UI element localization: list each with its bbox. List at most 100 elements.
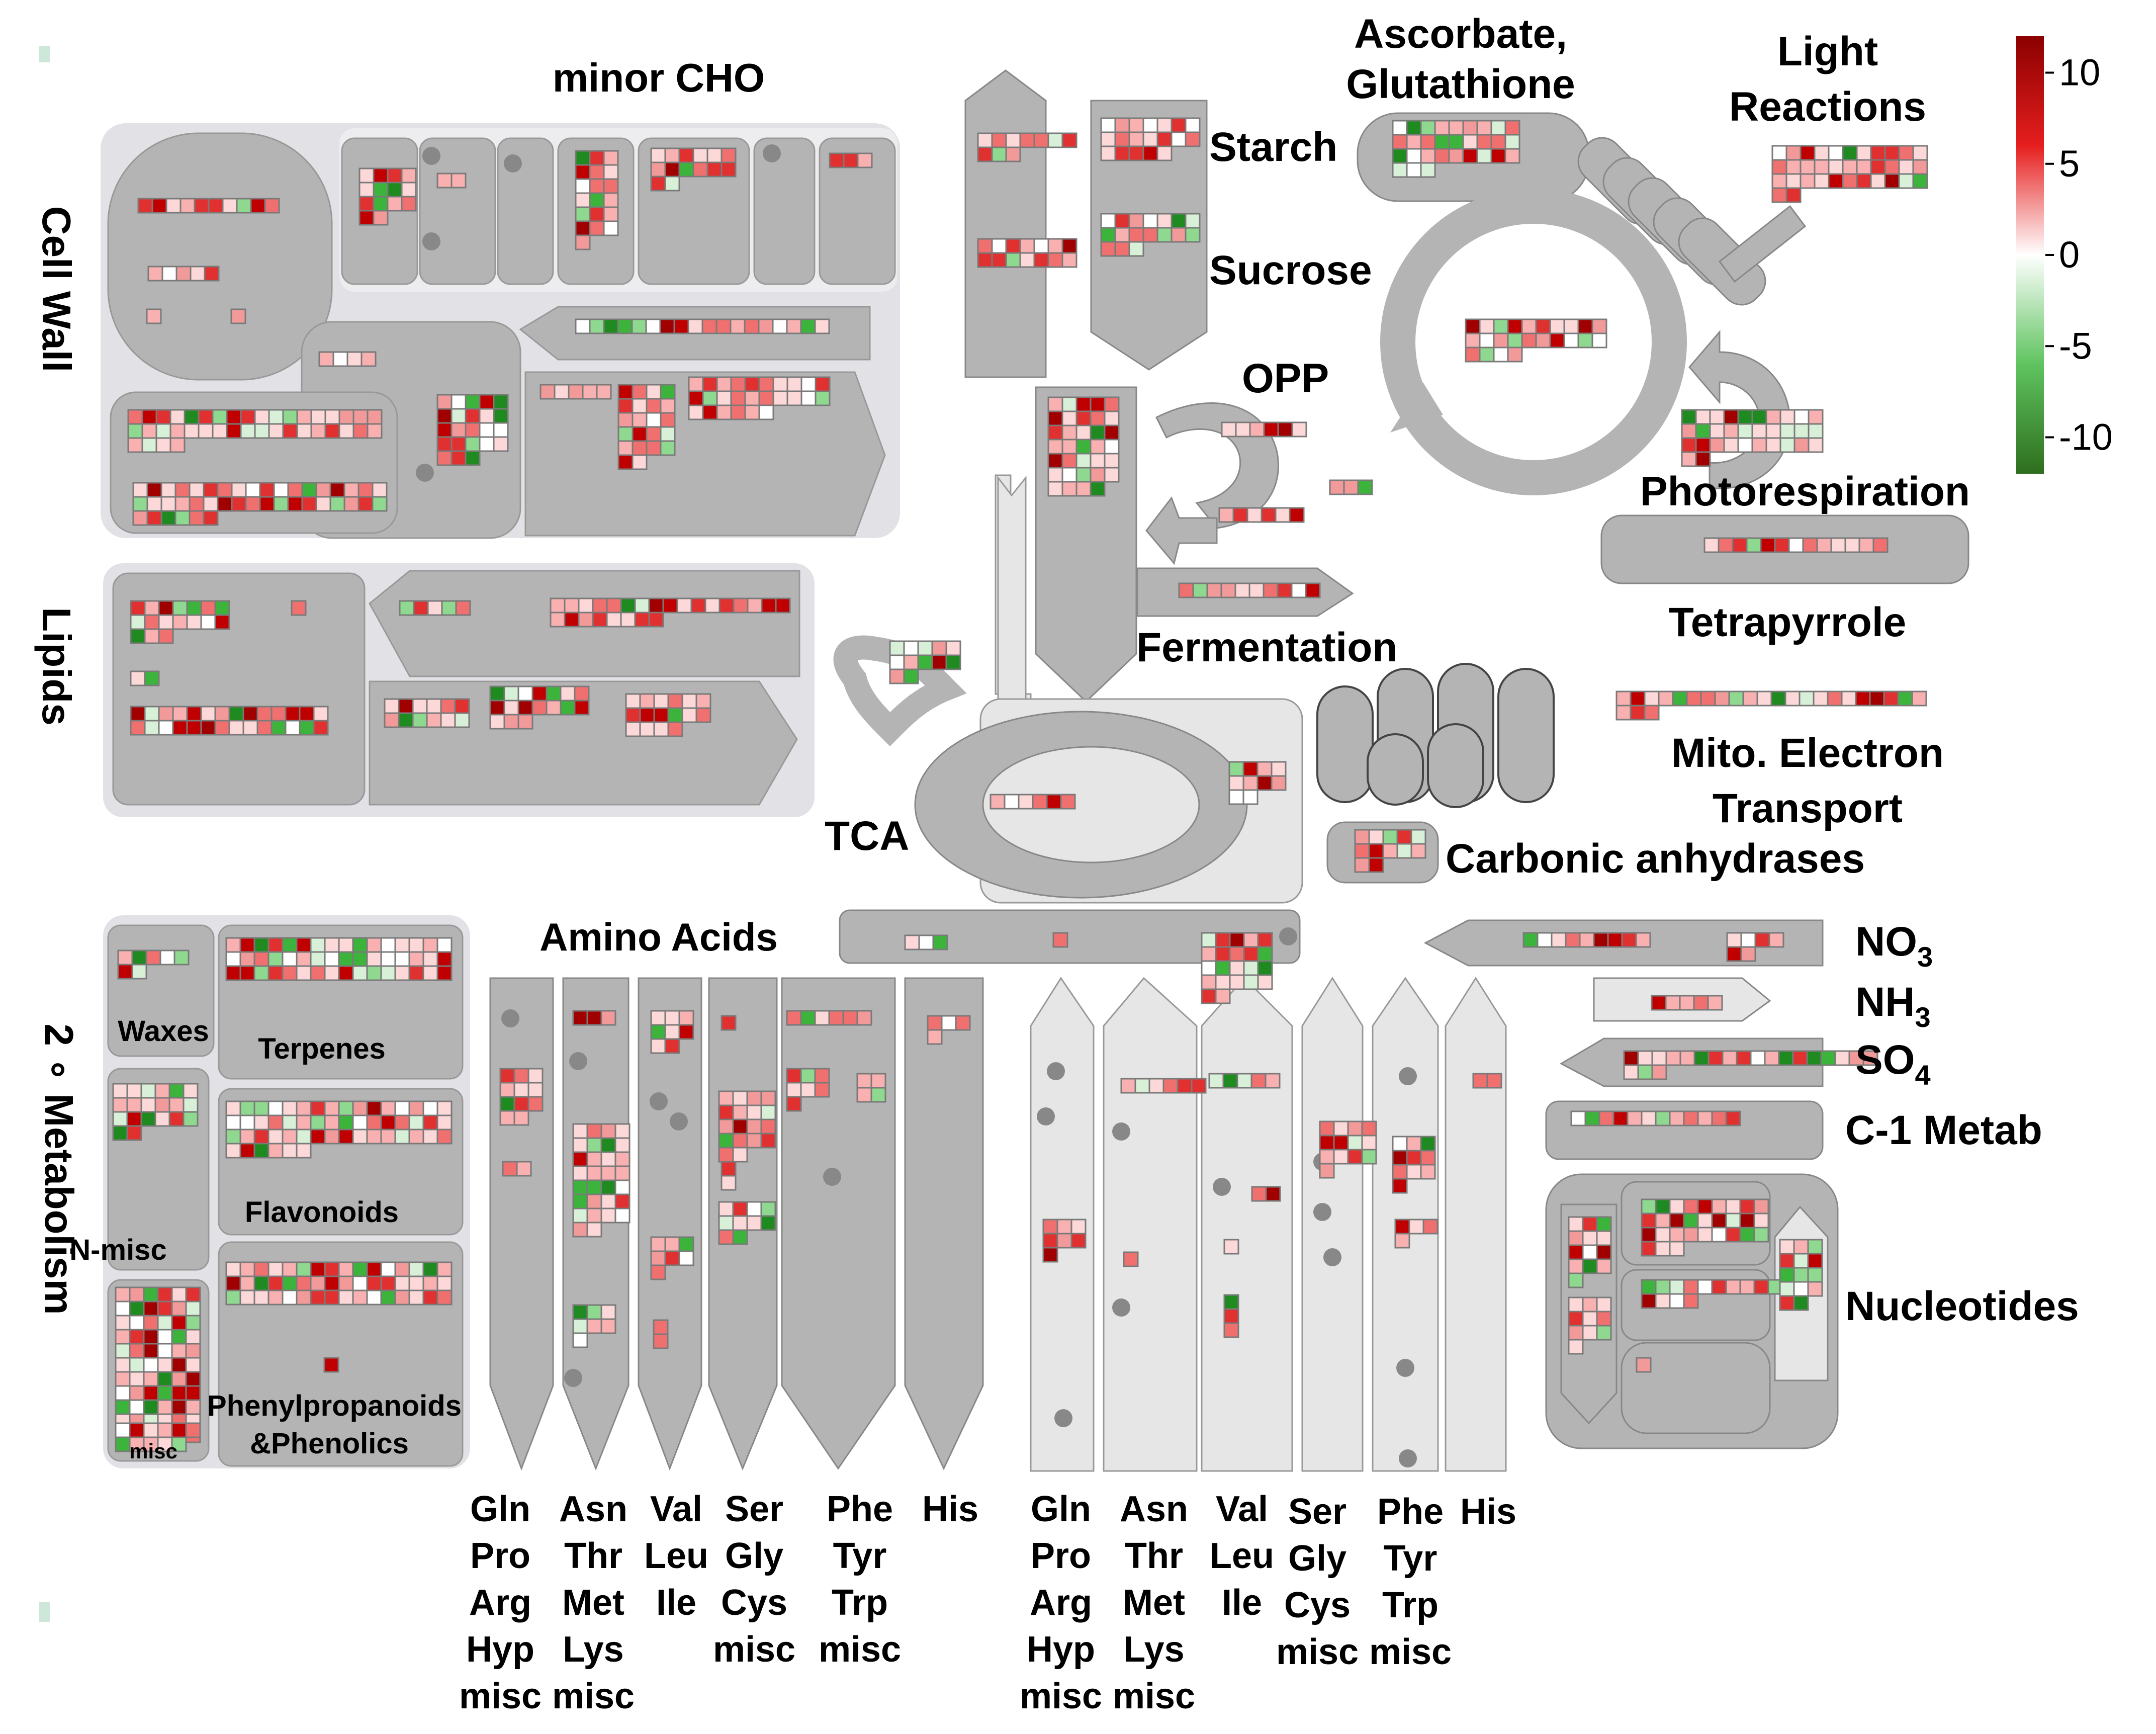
heatmap-cell [732,1118,748,1135]
heatmap-cell [422,937,438,953]
label-nucleotides: Nucleotides [1845,1283,2079,1329]
heatmap-cell [586,1207,602,1224]
heatmap-cell [592,612,608,628]
heatmap-cell [721,1161,737,1177]
heatmap-cell [465,394,481,410]
amino-acid-label: Lys [563,1629,623,1670]
heatmap-cell [600,1010,616,1026]
heatmap-cell [112,1125,128,1141]
heatmap-cell [1047,132,1063,148]
heatmap-cell [296,1143,312,1159]
heatmap-cell [829,152,845,168]
heatmap-cell [531,700,548,716]
heatmap-cell [702,376,718,392]
amino-acid-label: Val [650,1489,702,1529]
heatmap-cell [1598,1110,1614,1126]
heatmap-cell [1788,537,1804,553]
heatmap-cell [1884,145,1900,161]
heatmap-cell [1229,974,1245,990]
heatmap-cell [1641,1110,1657,1126]
heatmap-cell [1234,582,1250,598]
heatmap-cell [653,1333,669,1349]
heatmap-cell [572,1179,588,1195]
heatmap-cell [301,482,317,498]
heatmap-cell [1681,451,1697,467]
heatmap-cell [843,152,859,168]
heatmap-cell [394,1100,410,1116]
heatmap-cell [408,965,424,981]
heatmap-cell [1104,439,1120,455]
heatmap-cell [1319,1163,1335,1179]
heatmap-cell [856,1087,872,1103]
heatmap-cell [282,1275,298,1291]
heatmap-cell [513,1068,529,1084]
heatmap-cell [131,964,147,980]
heatmap-cell [115,1315,131,1331]
heatmap-cell [436,1114,453,1131]
heatmap-cell [1869,690,1885,707]
heatmap-cell [1090,439,1106,455]
heatmap-cell [664,147,680,163]
heatmap-cell [617,440,634,456]
heatmap-cell [401,167,417,184]
heatmap-cell [1256,775,1273,791]
heatmap-cell [226,409,242,425]
heatmap-cell [372,496,388,512]
heatmap-cell [130,600,146,616]
heatmap-cell [1807,1239,1823,1255]
amino-acid-label: Ser [1288,1492,1346,1532]
heatmap-cell [171,1399,187,1415]
heatmap-cell [1669,1212,1685,1229]
heatmap-cell [130,706,146,722]
label-no3: NO3 [1855,919,1933,973]
heatmap-cell [1596,1258,1612,1274]
heatmap-cell [324,409,340,425]
heatmap-cell [1005,146,1021,162]
heatmap-cell [132,496,148,512]
heatmap-cell [380,1129,396,1145]
heatmap-cell [945,640,961,656]
heatmap-cell [352,1261,368,1277]
heatmap-cell [310,1100,326,1116]
heatmap-cell [503,685,519,702]
heatmap-cell [127,437,143,453]
heatmap-cell [1549,318,1565,334]
heatmap-cell [758,376,774,392]
heatmap-cell [268,409,284,425]
heatmap-cell [1042,1219,1058,1235]
heatmap-cell [253,1143,270,1159]
heatmap-cell [401,196,417,212]
heatmap-cell [1693,1050,1710,1066]
heatmap-cell [1361,1135,1377,1151]
heatmap-cell [1493,346,1509,363]
heatmap-cell [1793,409,1810,425]
heatmap-cell [701,318,717,334]
heatmap-cell [1884,159,1900,175]
heatmap-cell [760,1133,776,1149]
heatmap-cell [160,510,176,526]
heatmap-cell [586,1151,602,1167]
heatmap-cell [1568,1339,1584,1355]
heatmap-cell [1061,396,1077,412]
heatmap-cell [1052,932,1068,948]
heatmap-cell [842,1010,858,1026]
heatmap-cell [1507,332,1523,349]
heatmap-cell [324,1275,340,1291]
heatmap-cell [1156,213,1173,229]
heatmap-cell [730,318,746,334]
heatmap-cell [282,1100,298,1116]
amino-acid-label: Leu [1210,1536,1274,1576]
heatmap-cell [586,1304,602,1320]
heatmap-cell [1669,1241,1685,1257]
heatmap-cell [572,1222,588,1238]
heatmap-cell [1104,467,1120,483]
heatmap-cell [634,612,650,628]
heatmap-cell [338,409,354,425]
heatmap-cell [1655,1110,1671,1126]
heatmap-cell [1257,946,1273,962]
heatmap-cell [1178,582,1194,598]
heatmap-cell [126,1097,142,1113]
heatmap-cell [1872,537,1889,553]
heatmap-cell [646,440,662,456]
heatmap-cell [282,409,298,425]
